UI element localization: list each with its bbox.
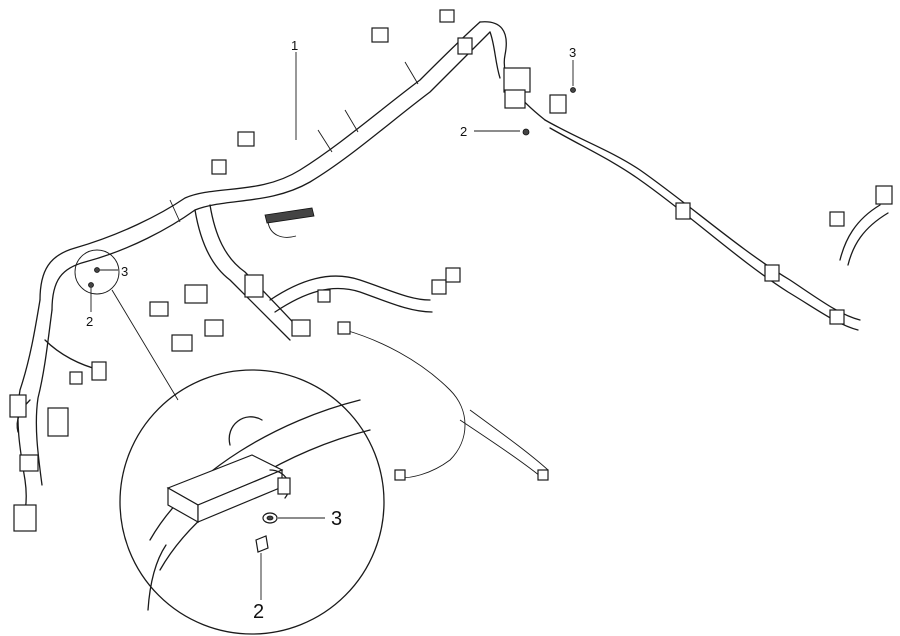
detail-marker-circle (74, 249, 179, 401)
callout-washer-top: 3 (569, 45, 576, 60)
right-harness-branch (544, 119, 893, 331)
main-harness-trunk (39, 21, 546, 341)
enlarged-detail-view (119, 369, 385, 635)
lower-wire-branch (344, 329, 549, 481)
callout-washer-detail: 3 (331, 508, 342, 530)
callout-bolt-top: 2 (460, 124, 467, 139)
callout-washer-left: 3 (121, 264, 128, 279)
callout-bolt-left: 2 (86, 314, 93, 329)
callout-bolt-detail: 2 (253, 601, 264, 623)
callout-harness: 1 (291, 38, 298, 53)
left-harness-bundle (9, 299, 107, 532)
fastener-top (474, 60, 576, 136)
center-connectors (149, 9, 567, 352)
